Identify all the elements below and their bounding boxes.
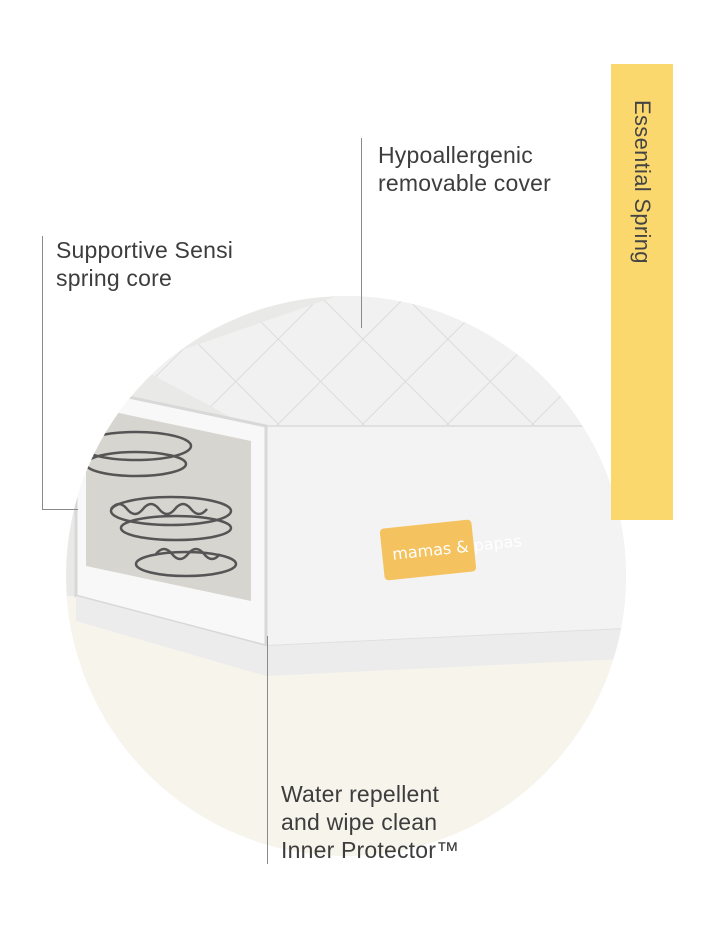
callout-spring-core: Supportive Sensi spring core	[56, 236, 233, 292]
product-name-banner: Essential Spring	[611, 64, 673, 520]
callout-line: Hypoallergenic	[378, 142, 533, 168]
leader-line-cover	[361, 138, 362, 328]
brand-tag-icon: mamas & papas	[379, 519, 523, 581]
callout-line: Water repellent	[281, 781, 440, 807]
leader-line-spring-tick	[42, 509, 78, 510]
leader-line-spring	[42, 236, 43, 510]
callout-hypoallergenic-cover: Hypoallergenic removable cover	[378, 141, 551, 197]
callout-line: Supportive Sensi	[56, 237, 234, 263]
callout-line: and wipe clean	[281, 809, 438, 835]
mattress-photo: mamas & papas	[66, 296, 626, 856]
callout-inner-protector: Water repellent and wipe clean Inner Pro…	[281, 780, 459, 864]
callout-line: Inner Protector™	[281, 837, 460, 863]
callout-line: spring core	[56, 265, 172, 291]
callout-line: removable cover	[378, 170, 552, 196]
leader-line-protector	[267, 636, 268, 864]
product-name-label: Essential Spring	[630, 100, 655, 264]
